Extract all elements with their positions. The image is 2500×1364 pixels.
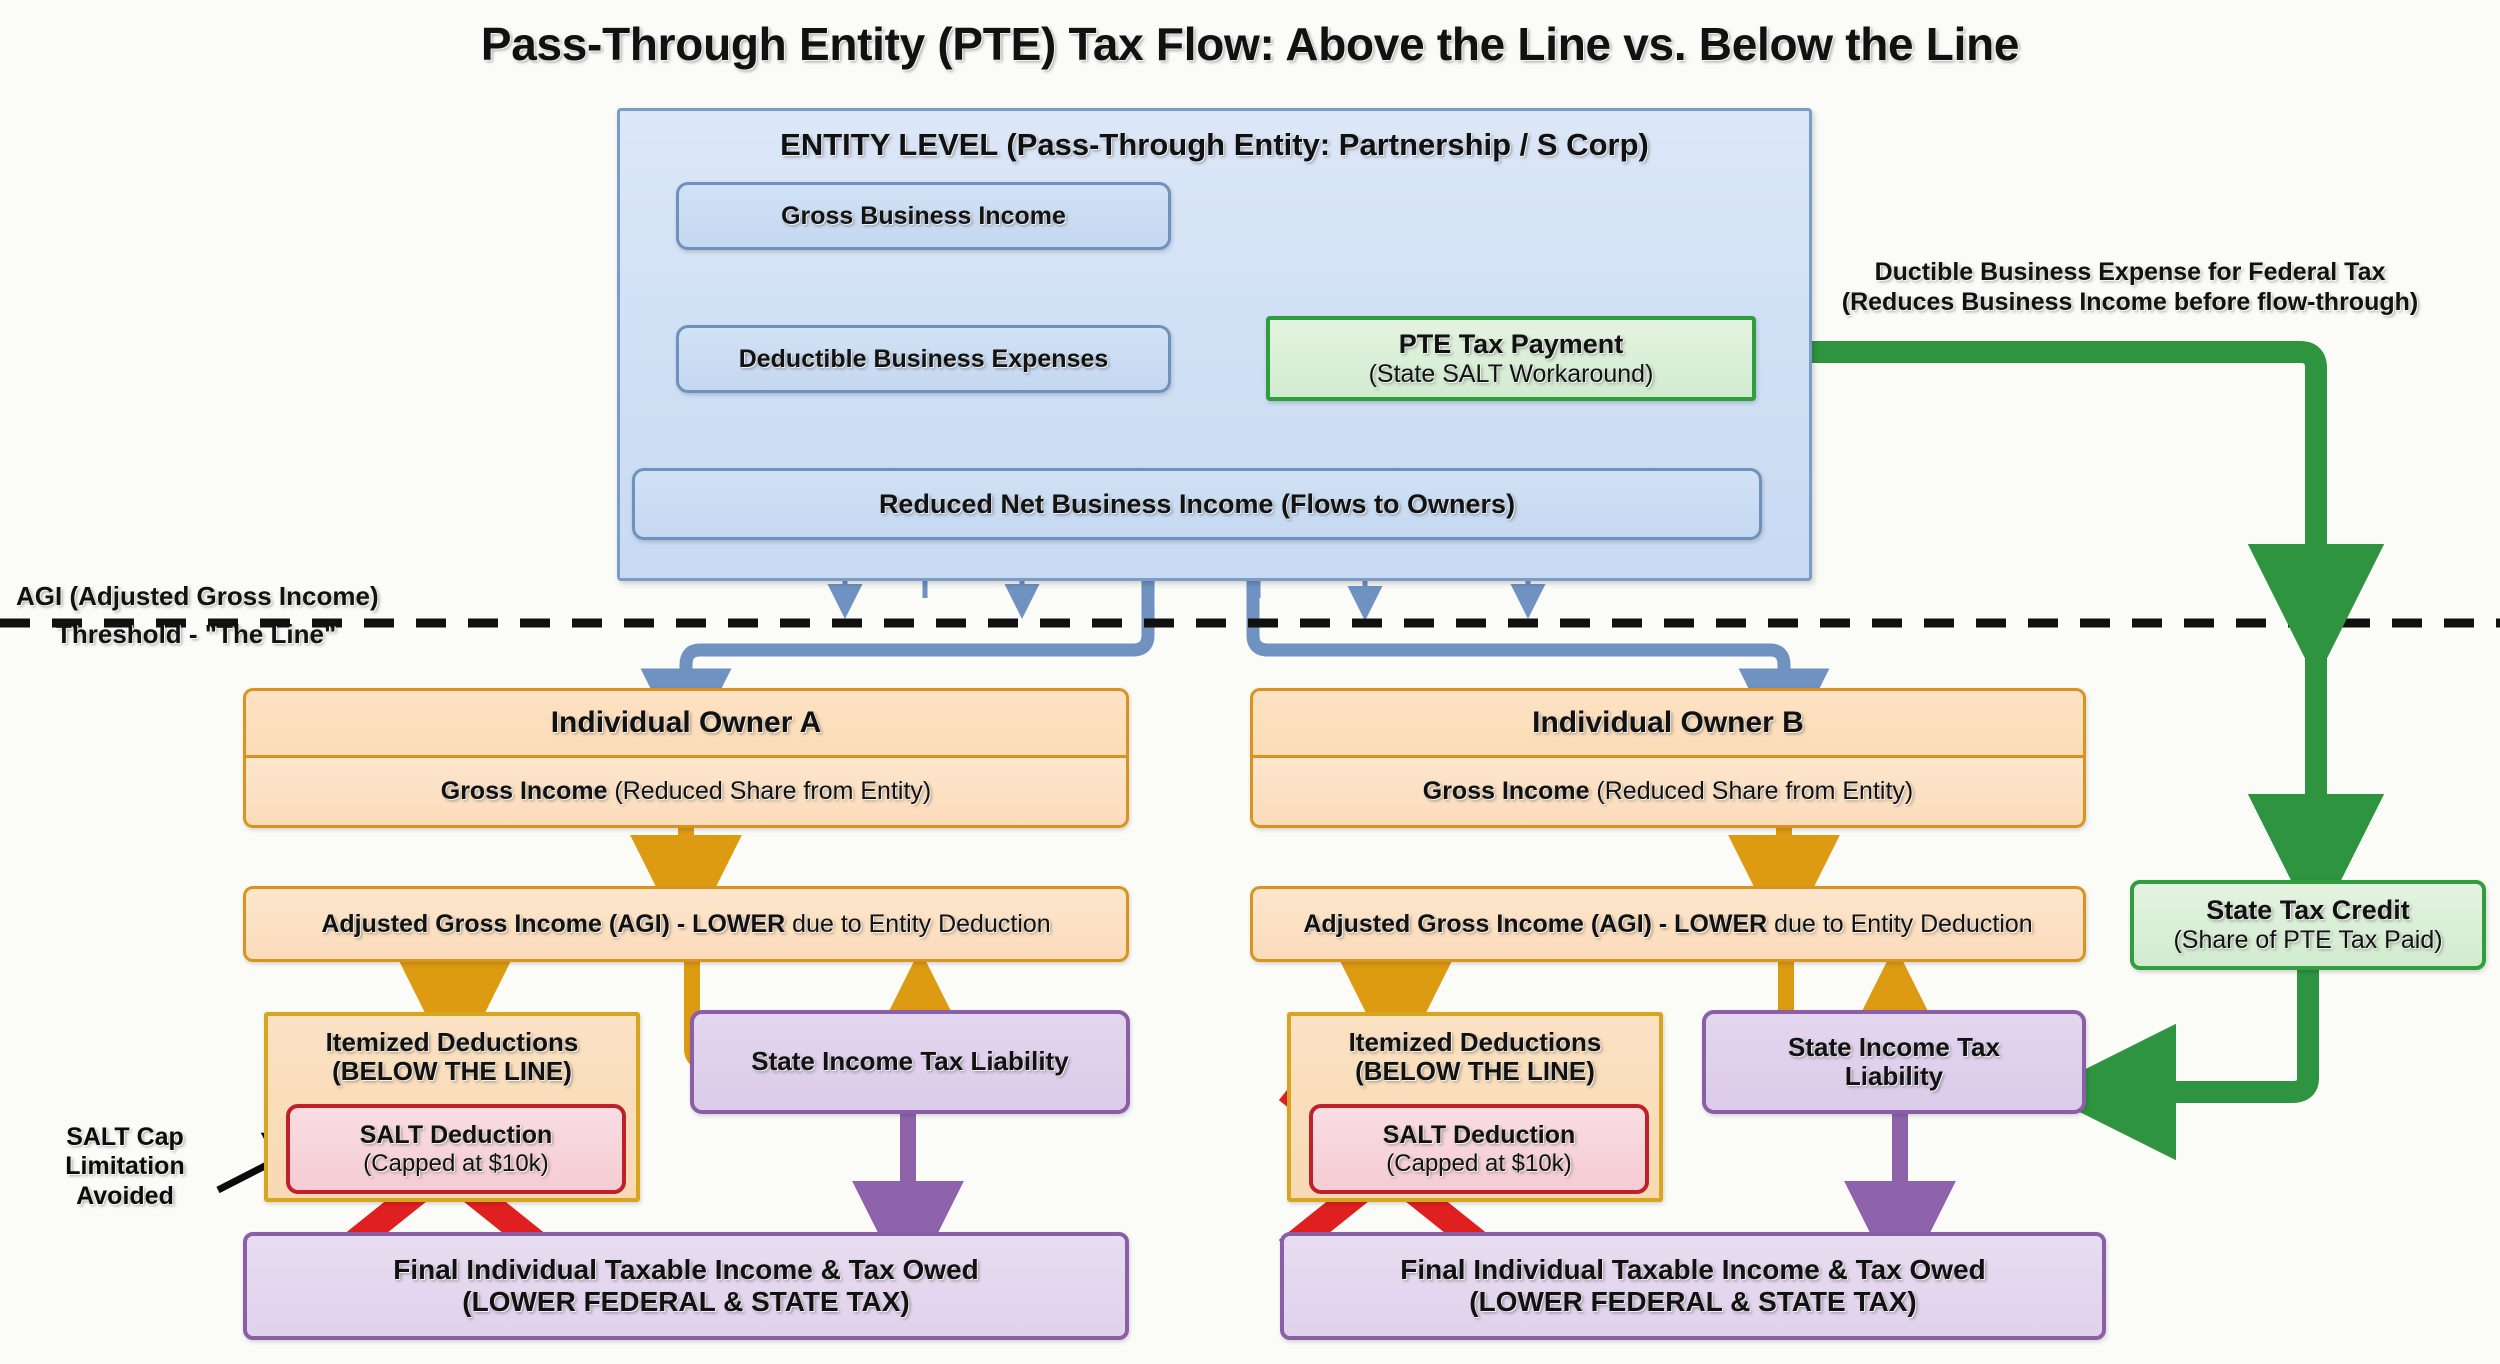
entity-level-header: ENTITY LEVEL (Pass-Through Entity: Partn… xyxy=(780,127,1649,162)
owner-a-state-income-tax-liability: State Income Tax Liability xyxy=(690,1010,1130,1114)
owner-b-gross-income-text: Gross Income (Reduced Share from Entity) xyxy=(1423,777,1913,806)
pte-tax-payment-subtitle: (State SALT Workaround) xyxy=(1368,359,1654,388)
deductible-business-expenses-box: Deductible Business Expenses xyxy=(676,325,1171,393)
agi-threshold-label-bottom: Threshold - "The Line" xyxy=(56,618,337,649)
owner-a-header: Individual Owner A xyxy=(243,688,1129,758)
owner-b-gross-income-rest: (Reduced Share from Entity) xyxy=(1589,777,1914,805)
owner-a-final-line2: (LOWER FEDERAL & STATE TAX) xyxy=(462,1286,910,1317)
page-title: Pass-Through Entity (PTE) Tax Flow: Abov… xyxy=(480,18,2020,70)
owner-b-header-label: Individual Owner B xyxy=(1532,706,1804,739)
owner-b-final-line1: Final Individual Taxable Income & Tax Ow… xyxy=(1400,1253,1986,1285)
gross-business-income-label: Gross Business Income xyxy=(781,201,1066,230)
owner-b-salt-line2: (Capped at $10k) xyxy=(1386,1149,1572,1177)
salt-cap-limitation-note: SALT Cap Limitation Avoided xyxy=(30,1112,220,1222)
owner-a-salt-line2: (Capped at $10k) xyxy=(363,1149,549,1177)
owner-b-itemized-deductions-box: Itemized Deductions (BELOW THE LINE) SAL… xyxy=(1287,1012,1663,1202)
owner-b-state-income-tax-liability: State Income Tax Liability xyxy=(1702,1010,2086,1114)
salt-cap-note-line3: Avoided xyxy=(76,1181,174,1210)
pte-deduction-note-line1: Ductible Business Expense for Federal Ta… xyxy=(1874,258,2386,286)
salt-cap-note-line2: Limitation xyxy=(65,1152,185,1181)
owner-b-header: Individual Owner B xyxy=(1250,688,2086,758)
owner-b-final-box: Final Individual Taxable Income & Tax Ow… xyxy=(1280,1232,2106,1340)
owner-b-agi-rest: due to Entity Deduction xyxy=(1767,909,2033,938)
owner-a-agi-rest: due to Entity Deduction xyxy=(785,909,1051,938)
deductible-business-expenses-label: Deductible Business Expenses xyxy=(738,344,1109,373)
owner-a-final-box: Final Individual Taxable Income & Tax Ow… xyxy=(243,1232,1129,1340)
owner-b-gross-income: Gross Income (Reduced Share from Entity) xyxy=(1250,758,2086,828)
owner-a-salt-deduction-box: SALT Deduction (Capped at $10k) xyxy=(286,1104,626,1194)
owner-b-state-liability-line2: Liability xyxy=(1844,1061,1944,1091)
owner-a-gross-income-bold: Gross Income xyxy=(440,777,608,805)
owner-a-salt-line1: SALT Deduction xyxy=(359,1120,553,1149)
pte-deduction-note-line2: (Reduces Business Income before flow-thr… xyxy=(1841,287,2419,316)
owner-a-final-line1: Final Individual Taxable Income & Tax Ow… xyxy=(393,1253,979,1285)
owner-a-itemized-line2: (BELOW THE LINE) xyxy=(332,1055,572,1086)
owner-a-agi-text: Adjusted Gross Income (AGI) - LOWER due … xyxy=(321,910,1050,939)
owner-a-itemized-deductions-box: Itemized Deductions (BELOW THE LINE) SAL… xyxy=(264,1012,640,1202)
owner-b-state-liability-line1: State Income Tax xyxy=(1788,1031,2000,1062)
reduced-net-business-income-box: Reduced Net Business Income (Flows to Ow… xyxy=(632,468,1762,540)
salt-cap-note-line1: SALT Cap xyxy=(66,1122,184,1151)
owner-a-itemized-line1: Itemized Deductions xyxy=(325,1027,579,1057)
owner-b-itemized-line1: Itemized Deductions xyxy=(1348,1027,1602,1057)
agi-threshold-label-top: AGI (Adjusted Gross Income) xyxy=(16,580,379,611)
state-tax-credit-box: State Tax Credit (Share of PTE Tax Paid) xyxy=(2130,880,2486,970)
owner-b-salt-deduction-box: SALT Deduction (Capped at $10k) xyxy=(1309,1104,1649,1194)
owner-b-gross-income-bold: Gross Income xyxy=(1422,777,1590,805)
owner-a-agi-row: Adjusted Gross Income (AGI) - LOWER due … xyxy=(243,886,1129,962)
owner-b-agi-row: Adjusted Gross Income (AGI) - LOWER due … xyxy=(1250,886,2086,962)
owner-b-salt-line1: SALT Deduction xyxy=(1382,1120,1576,1149)
connector-state-credit-to-owner-b-liability xyxy=(2039,968,2319,1161)
owner-a-state-liability-label: State Income Tax Liability xyxy=(751,1046,1069,1077)
state-tax-credit-title: State Tax Credit xyxy=(2206,895,2410,925)
gross-business-income-box: Gross Business Income xyxy=(676,182,1171,250)
pte-tax-payment-title: PTE Tax Payment xyxy=(1398,328,1624,359)
owner-b-itemized-title: Itemized Deductions (BELOW THE LINE) xyxy=(1349,1028,1602,1085)
owner-a-gross-income: Gross Income (Reduced Share from Entity) xyxy=(243,758,1129,828)
owner-a-agi-bold: Adjusted Gross Income (AGI) - LOWER xyxy=(321,909,786,938)
owner-b-itemized-line2: (BELOW THE LINE) xyxy=(1355,1055,1595,1086)
owner-a-gross-income-text: Gross Income (Reduced Share from Entity) xyxy=(441,777,931,806)
owner-b-agi-text: Adjusted Gross Income (AGI) - LOWER due … xyxy=(1303,910,2032,939)
state-tax-credit-subtitle: (Share of PTE Tax Paid) xyxy=(2173,926,2443,954)
pte-deduction-note: Ductible Business Expense for Federal Ta… xyxy=(1760,258,2500,330)
owner-b-final-line2: (LOWER FEDERAL & STATE TAX) xyxy=(1469,1286,1917,1317)
owner-a-header-label: Individual Owner A xyxy=(550,706,822,739)
owner-a-itemized-title: Itemized Deductions (BELOW THE LINE) xyxy=(326,1028,579,1085)
owner-a-gross-income-rest: (Reduced Share from Entity) xyxy=(607,777,932,805)
owner-b-agi-bold: Adjusted Gross Income (AGI) - LOWER xyxy=(1303,909,1768,938)
pte-tax-payment-box: PTE Tax Payment (State SALT Workaround) xyxy=(1266,316,1756,401)
reduced-net-business-income-label: Reduced Net Business Income (Flows to Ow… xyxy=(878,488,1516,519)
